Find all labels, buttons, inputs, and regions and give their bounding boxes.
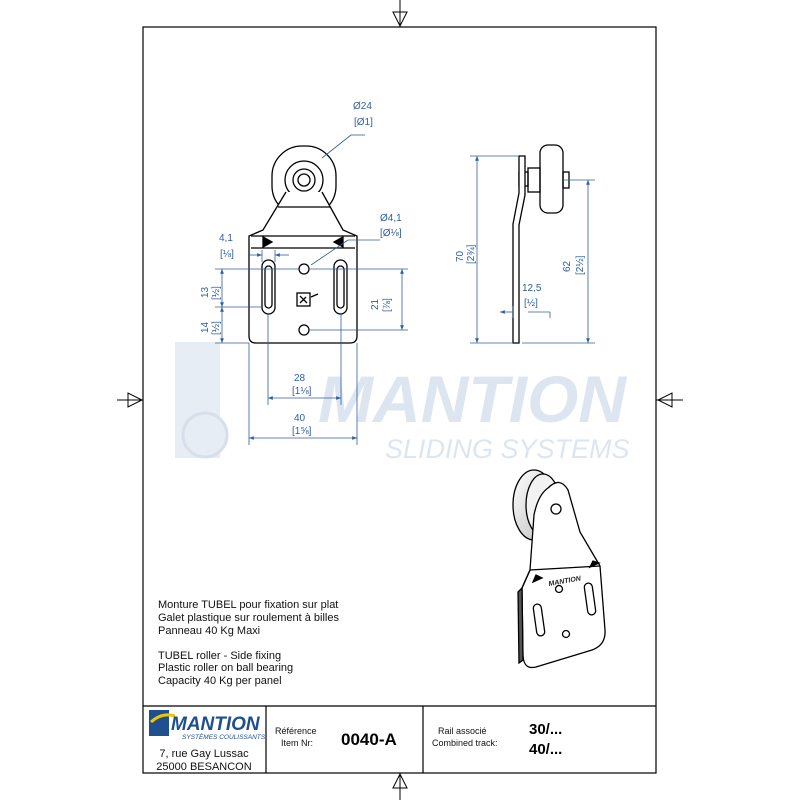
dim-roller-height-in: [2½] xyxy=(575,255,586,275)
dim-hole-spacing-mm: 21 xyxy=(370,298,381,310)
ref-label-en: Item Nr: xyxy=(281,738,313,748)
rail-label-fr: Rail associé xyxy=(438,726,487,736)
watermark: MANTION SLIDING SYSTEMS xyxy=(175,342,630,464)
dim-roller-dia-mm: Ø24 xyxy=(353,101,372,112)
logo-stamp xyxy=(296,292,311,307)
ref-value: 0040-A xyxy=(341,730,397,749)
slot-iso-left xyxy=(532,603,546,637)
dim-lower-offset-in: [½] xyxy=(211,321,222,335)
dim-offset-in: [½] xyxy=(524,298,538,309)
dim-hole-spacing-in: [⅞] xyxy=(382,298,393,312)
desc-en-line1: TUBEL roller - Side fixing xyxy=(158,650,281,662)
dim-roller-dia-in: [Ø1] xyxy=(354,117,373,128)
dim-plate-width-mm: 40 xyxy=(294,413,306,424)
logo-subtitle: SYSTÈMES COULISSANTS xyxy=(182,732,266,741)
watermark-tagline: SLIDING SYSTEMS xyxy=(385,434,630,464)
logo-brand: MANTION xyxy=(171,714,261,735)
desc-fr-line3: Panneau 40 Kg Maxi xyxy=(158,625,260,637)
dim-slot-width-in: [⅛] xyxy=(220,249,234,260)
side-view xyxy=(512,144,570,344)
dim-slot-spacing-mm: 28 xyxy=(294,373,306,384)
desc-en-line3: Capacity 40 Kg per panel xyxy=(158,675,282,687)
dim-offset-mm: 12,5 xyxy=(522,283,542,294)
dim-lower-offset-mm: 14 xyxy=(200,321,211,333)
dim-slot-width-mm: 4,1 xyxy=(219,233,233,244)
front-view-dimensions xyxy=(215,134,408,445)
dim-upper-offset-in: [½] xyxy=(211,286,222,300)
dim-hole-dia-mm: Ø4,1 xyxy=(380,213,402,224)
centering-marks xyxy=(117,0,683,800)
side-view-dimensions xyxy=(470,155,595,344)
slot-left xyxy=(261,259,276,315)
rail-value-1: 30/... xyxy=(529,721,562,738)
dim-roller-height-mm: 62 xyxy=(562,260,573,272)
roller-side xyxy=(539,144,564,214)
plate-side-profile xyxy=(512,155,526,344)
hole-bottom xyxy=(298,324,310,336)
address-line2: 25000 BESANCON xyxy=(156,761,251,773)
front-view xyxy=(248,145,358,344)
rail-label-en: Combined track: xyxy=(432,738,498,748)
slot-iso-right xyxy=(583,582,597,616)
dim-total-height-mm: 70 xyxy=(455,250,466,262)
dim-total-height-in: [2¾] xyxy=(466,244,477,264)
address-line1: 7, rue Gay Lussac xyxy=(159,748,249,760)
dim-upper-offset-mm: 13 xyxy=(200,286,211,298)
dim-plate-width-in: [1⅝] xyxy=(292,426,312,437)
ref-label-fr: Référence xyxy=(275,726,317,736)
mantion-logo: MANTION SYSTÈMES COULISSANTS xyxy=(146,708,266,741)
isometric-view xyxy=(512,469,606,669)
title-block xyxy=(143,705,656,773)
desc-fr-line1: Monture TUBEL pour fixation sur plat xyxy=(158,599,338,611)
dim-hole-dia-in: [Ø⅛] xyxy=(380,228,402,239)
mounting-plate-front xyxy=(248,191,358,344)
description-block: Monture TUBEL pour fixation sur plat Gal… xyxy=(158,599,339,687)
dim-slot-spacing-in: [1⅛] xyxy=(292,386,312,397)
rail-value-2: 40/... xyxy=(529,741,562,758)
slot-right xyxy=(333,259,348,315)
desc-en-line2: Plastic roller on ball bearing xyxy=(158,662,293,674)
mounting-plate-iso xyxy=(521,481,606,669)
desc-fr-line2: Galet plastique sur roulement à billes xyxy=(158,612,339,624)
watermark-brand: MANTION xyxy=(318,362,627,436)
